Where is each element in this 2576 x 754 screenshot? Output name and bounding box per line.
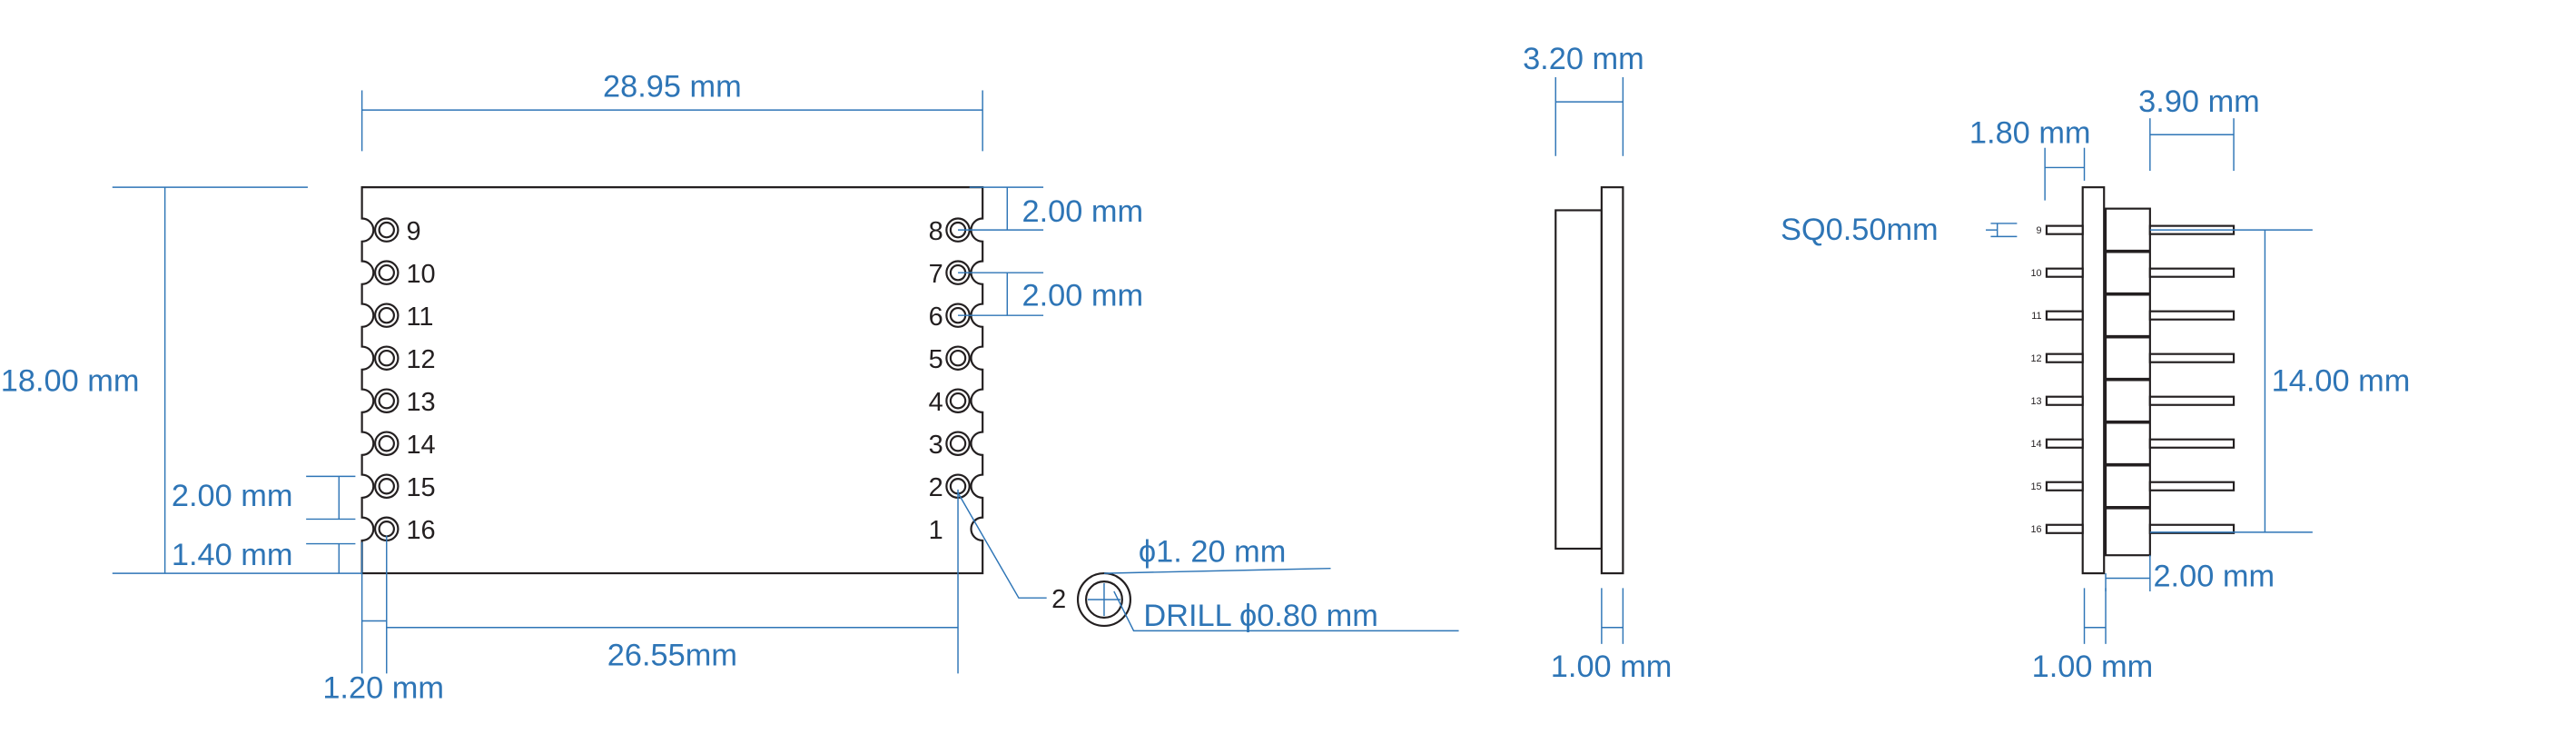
header-pin-label-14: 14	[2030, 439, 2041, 450]
long-pin-12	[2148, 352, 2235, 363]
short-pin-9	[2045, 224, 2084, 235]
short-pin-12	[2045, 352, 2084, 363]
drill-label: DRILL ϕ0.80 mm	[1143, 599, 1377, 633]
header-pcb	[2081, 186, 2106, 575]
width-dimension: 28.95 mm	[360, 70, 983, 152]
pin-label-14: 14	[406, 431, 435, 460]
left-pitch-dimensions: 2.00 mm 1.40 mm	[172, 475, 356, 574]
height-dimension: 18.00 mm	[1, 186, 362, 574]
header-pcb-label: 1.00 mm	[2032, 650, 2154, 684]
short-pin-10	[2045, 267, 2084, 278]
header-spacer	[2104, 207, 2151, 557]
height-label: 18.00 mm	[1, 363, 140, 398]
header-pin-label-11: 11	[2031, 311, 2041, 322]
pin-label-15: 15	[406, 473, 435, 502]
pin-size-label: SQ0.50mm	[1781, 213, 1939, 247]
pin-label-4: 4	[929, 388, 943, 417]
side-view: 3.20 mm 1.00 mm	[1523, 42, 1672, 684]
pad-drill-9	[378, 221, 395, 239]
long-pin-14	[2148, 438, 2235, 449]
pin-label-11: 11	[406, 303, 433, 332]
pad-drill-16	[378, 521, 395, 538]
pin-label-5: 5	[929, 345, 943, 374]
header-view: 1.80 mm 3.90 mm SQ0.50mm 9 10 11 12 13 14 15 16…	[1781, 84, 2410, 684]
header-pin-label-13: 13	[2030, 396, 2041, 407]
pin-label-10: 10	[406, 260, 435, 289]
pad-drill-5	[949, 349, 967, 367]
long-pin-15	[2148, 481, 2235, 491]
pad-drill-3	[949, 435, 967, 452]
pitch-left-label: 2.00 mm	[172, 479, 293, 513]
short-pin-15	[2045, 481, 2084, 491]
pad-drill-13	[378, 392, 395, 410]
right-pitch-dimensions: 2.00 mm 2.00 mm	[958, 186, 1144, 316]
pad-offset-top-label: 2.00 mm	[1022, 194, 1144, 229]
pin-label-6: 6	[929, 303, 943, 332]
side-pcb	[1600, 186, 1624, 575]
pin-label-13: 13	[406, 388, 435, 417]
pad-span-dimension: 26.55mm	[386, 489, 959, 674]
spacer-label: 2.00 mm	[2153, 560, 2275, 594]
short-pin-14	[2045, 438, 2084, 449]
long-pin-10	[2148, 267, 2235, 278]
pitch-right-label: 2.00 mm	[1022, 278, 1144, 313]
header-pin-label-12: 12	[2030, 353, 2041, 364]
top-view: 28.95 mm 9 10 11 12 13 14 15 16 8 7 6 5 4 3 2 1 2.00 mm…	[1, 70, 1143, 706]
shield-can	[1554, 209, 1603, 551]
thickness-label: 3.20 mm	[1523, 42, 1644, 76]
pad-offset-bottom-label: 1.40 mm	[172, 538, 293, 572]
pin-label-9: 9	[406, 217, 420, 246]
header-pin-label-9: 9	[2036, 225, 2041, 236]
pad-edge-label: 1.20 mm	[322, 671, 444, 706]
pin-label-1: 1	[929, 516, 943, 545]
short-pin-16	[2045, 523, 2084, 534]
short-pin-label: 1.80 mm	[1969, 115, 2091, 150]
span-label: 14.00 mm	[2272, 363, 2411, 398]
pin-label-12: 12	[406, 345, 435, 374]
pad-drill-14	[378, 435, 395, 452]
side-pcb-label: 1.00 mm	[1551, 650, 1673, 684]
pad-drill-15	[378, 478, 395, 495]
pad-drill-12	[378, 349, 395, 367]
module-board-outline	[360, 186, 984, 575]
pin-label-2: 2	[929, 473, 943, 502]
pin-label-7: 7	[929, 260, 943, 289]
pin-label-3: 3	[929, 431, 943, 460]
header-pin-label-15: 15	[2030, 481, 2041, 492]
pad-detail-pin-label: 2	[1051, 585, 1066, 614]
pad-drill-10	[378, 263, 395, 282]
pad-outer-label: ϕ1. 20 mm	[1139, 534, 1286, 569]
header-pin-label-10: 10	[2030, 268, 2041, 279]
short-pin-13	[2045, 395, 2084, 406]
pad-detail: 2 ϕ1. 20 mm DRILL ϕ0.80 mm	[957, 492, 1459, 633]
header-pins: 9 10 11 12 13 14 15 16	[2030, 207, 2235, 557]
pin-label-16: 16	[406, 516, 435, 545]
short-pin-11	[2045, 310, 2084, 321]
long-pin-11	[2148, 310, 2235, 321]
pads: 9 10 11 12 13 14 15 16 8 7 6 5 4 3 2 1	[374, 217, 971, 545]
header-pin-label-16: 16	[2030, 524, 2041, 535]
pin-label-8: 8	[929, 217, 943, 246]
pad-drill-11	[378, 306, 395, 324]
pad-span-label: 26.55mm	[607, 638, 737, 672]
long-pin-13	[2148, 395, 2235, 406]
pad-edge-dimension: 1.20 mm	[322, 535, 444, 706]
pad-drill-4	[949, 392, 967, 410]
long-pin-label: 3.90 mm	[2138, 84, 2260, 119]
long-pin-16	[2148, 523, 2235, 534]
width-label: 28.95 mm	[603, 70, 742, 104]
